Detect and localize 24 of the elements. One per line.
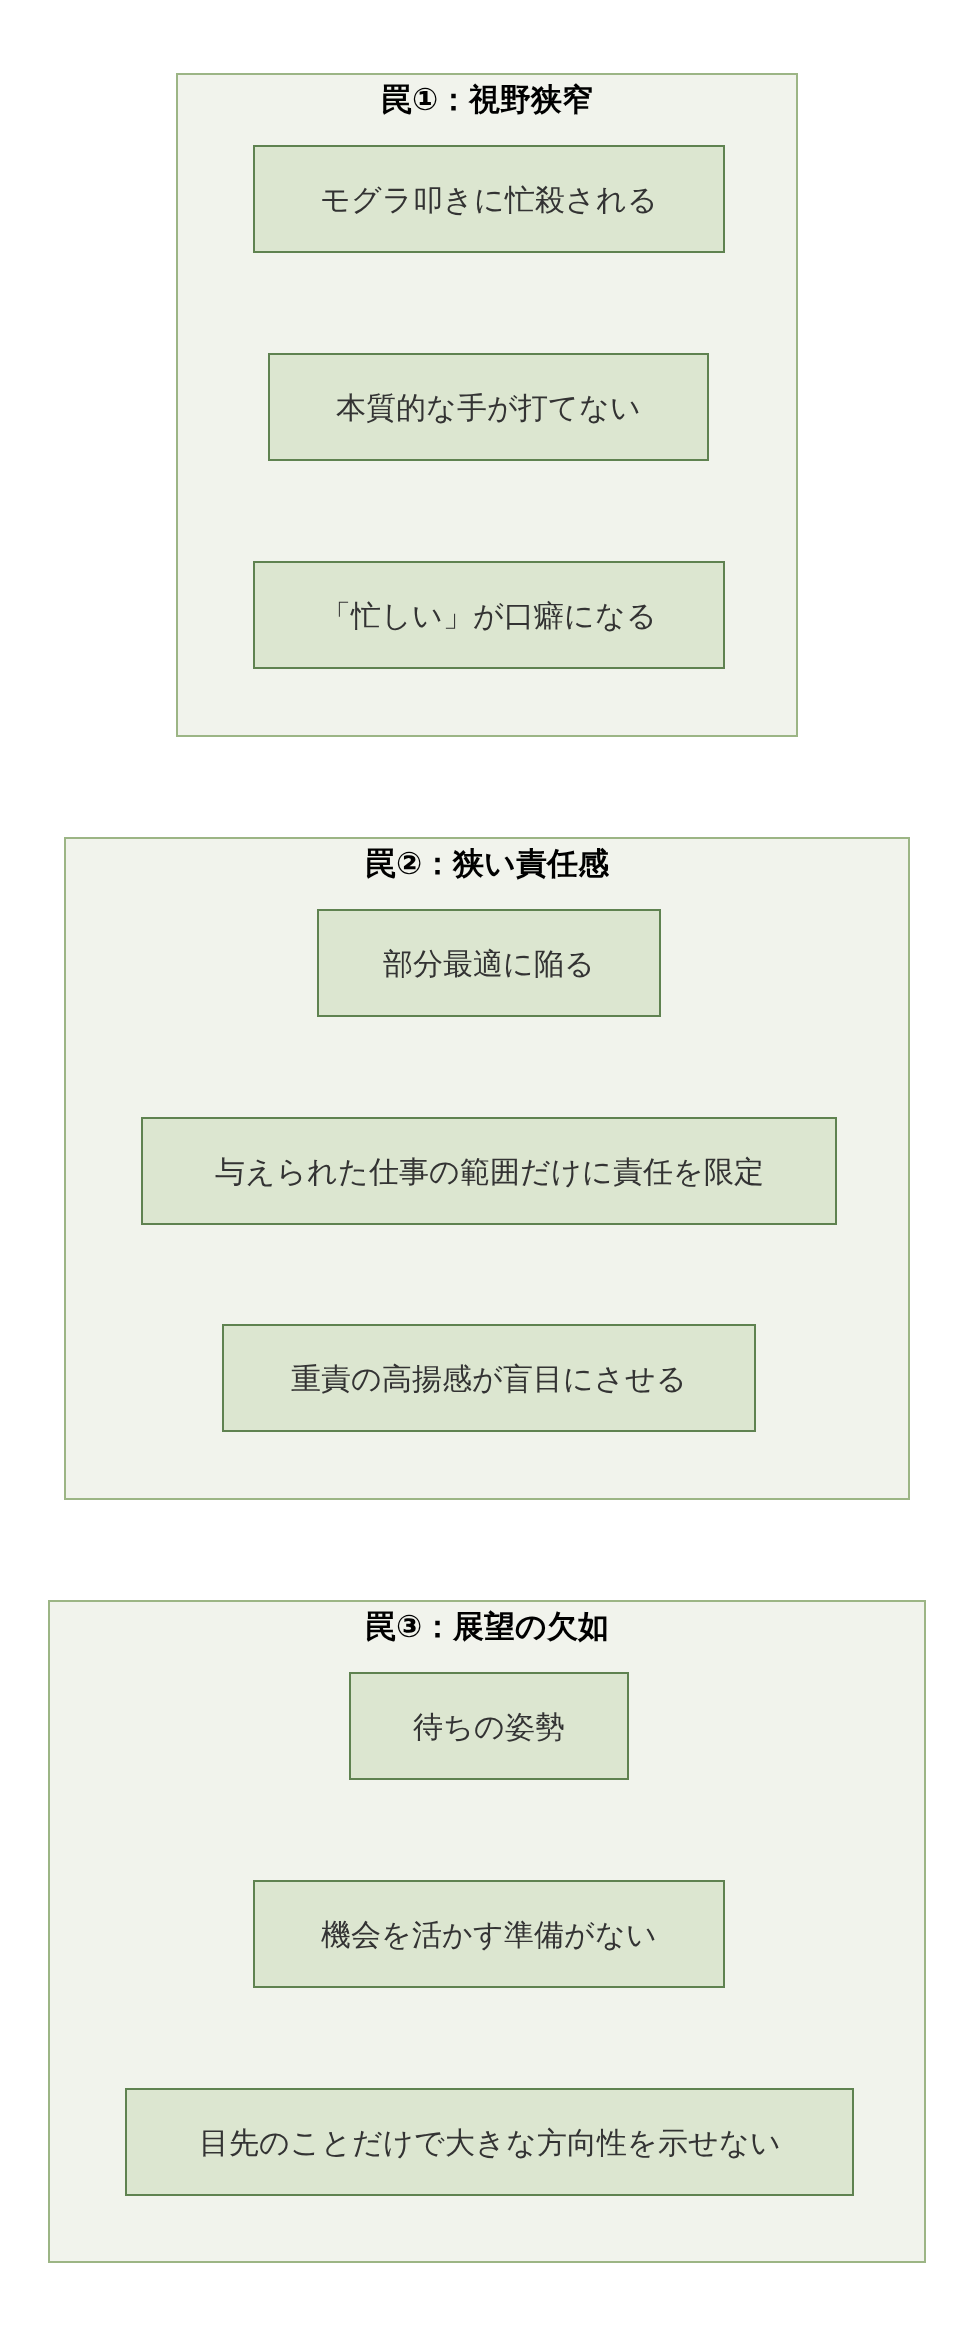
item-box xyxy=(349,1672,629,1780)
item-box xyxy=(141,1117,837,1225)
item-box xyxy=(222,1324,756,1432)
item-text: 目先のことだけで大きな方向性を示せない xyxy=(198,2123,781,2162)
item-box xyxy=(253,145,725,253)
item-box xyxy=(253,1880,725,1988)
item-box xyxy=(317,909,661,1017)
group-panel xyxy=(64,837,910,1500)
group-title: 罠③：展望の欠如 xyxy=(363,1607,611,1646)
group-panel xyxy=(48,1600,926,2263)
group-title: 罠②：狭い責任感 xyxy=(363,844,611,883)
group-panel xyxy=(176,73,798,737)
item-box xyxy=(253,561,725,669)
item-text: 待ちの姿勢 xyxy=(413,1707,565,1746)
group-title: 罠①：視野狭窄 xyxy=(379,80,595,119)
item-text: 本質的な手が打てない xyxy=(336,388,641,427)
item-text: 重責の高揚感が盲目にさせる xyxy=(291,1359,687,1398)
item-text: モグラ叩きに忙殺される xyxy=(320,180,658,219)
item-box xyxy=(268,353,709,461)
item-text: 「忙しい」が口癖になる xyxy=(321,596,657,635)
item-box xyxy=(125,2088,854,2196)
item-text: 部分最適に陥る xyxy=(383,944,595,983)
item-text: 機会を活かす準備がない xyxy=(321,1915,657,1954)
item-text: 与えられた仕事の範囲だけに責任を限定 xyxy=(214,1152,764,1191)
